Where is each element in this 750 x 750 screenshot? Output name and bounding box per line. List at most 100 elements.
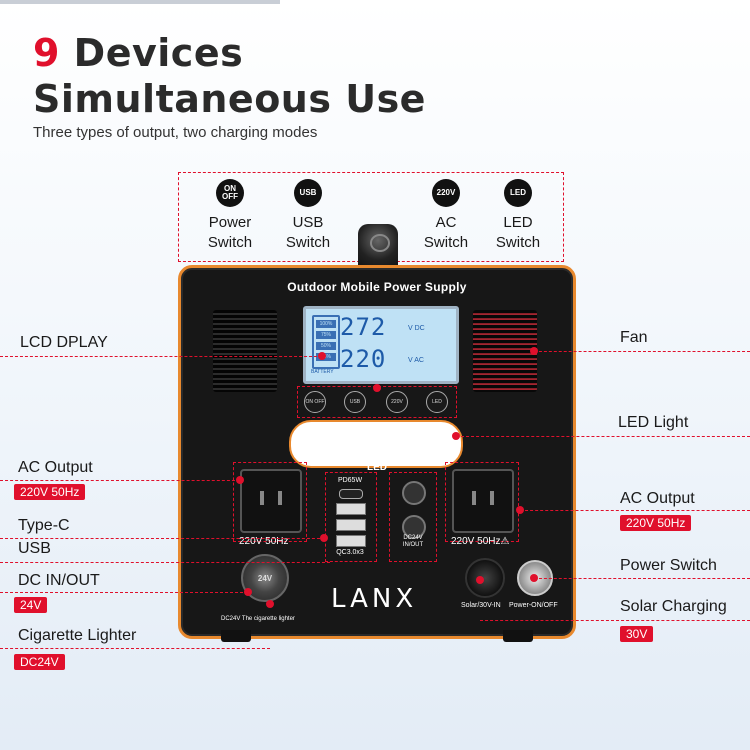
callout-line [0,356,322,357]
legend-label: Switch [207,234,253,251]
legend-usb-switch: USB USB Switch [273,179,343,253]
legend-led-switch: LED LED Switch [483,179,553,253]
legend-label: LED [503,214,533,231]
power-button-label: Power-ON/OFF [509,602,558,609]
legend-label: Switch [495,234,541,251]
tag-ac-output-right: 220V 50Hz [620,515,692,531]
device-title: Outdoor Mobile Power Supply [287,280,467,294]
ac-socket-right-label: 220V 50Hz⚠ [451,536,510,547]
legend-label: Power [208,214,252,231]
brand-logo: LANX [331,584,418,614]
lcd-ac-value: 220 [340,345,387,373]
panel-power-button[interactable]: ON OFF [304,391,326,413]
solar-port-label: Solar/30V-IN [461,602,501,609]
usb-a-port [336,535,366,547]
callout-dot [320,534,328,542]
solar-input-port [465,558,505,598]
callout-led-light: LED Light [618,414,689,431]
lcd-dc-value: 272 [340,313,387,341]
led-light-panel [289,420,463,468]
ac-socket-left [233,462,307,542]
callout-line [534,578,750,579]
callout-lcd: LCD DPLAY [20,334,108,351]
fan-vent [473,310,537,392]
device-foot-right [503,630,533,642]
legend-label: Switch [285,234,331,251]
callout-dot [476,576,484,584]
legend-ac-switch: 220V AC Switch [411,179,481,253]
ac-switch-icon: 220V [432,179,460,207]
type-c-port [339,489,363,499]
headline-line2: Simultaneous Use [33,77,426,121]
device-foot-left [221,630,251,642]
callout-type-c: Type-C [18,517,70,534]
callout-line [480,620,750,621]
panel-usb-button[interactable]: USB [344,391,366,413]
pd-label: PD65W [337,477,363,484]
battery-level: 25% [316,353,336,361]
cigarette-label: DC24V The cigarette lighter [221,616,295,622]
callout-line [0,592,248,593]
callout-line [456,436,750,437]
callout-line [0,562,330,563]
ac-socket-right [445,462,519,542]
battery-level: 75% [316,331,336,339]
callout-dot [266,600,274,608]
lcd-ac-unit: V AC [408,357,424,364]
callout-fan: Fan [620,329,648,346]
top-divider [0,0,280,4]
battery-icon: 100% 75% 50% 25% [312,315,340,369]
callout-cigarette: Cigarette Lighter [18,627,137,644]
ac-socket-left-label: 220V 50Hz [239,536,289,547]
panel-ac-button[interactable]: 220V [386,391,408,413]
dc-port-bottom [402,515,426,539]
dc-label-line: DC24V [403,535,423,541]
callout-usb: USB [18,540,51,557]
legend-label: AC [435,214,457,231]
subtitle: Three types of output, two charging mode… [33,124,318,141]
headline-number: 9 [33,31,60,75]
led-light-label: LED [367,462,387,473]
led-switch-icon: LED [504,179,532,207]
socket-plate [452,469,514,533]
left-vent [213,310,277,392]
headline-word: Devices [59,31,244,75]
callout-dot [244,588,252,596]
tag-ac-output-left: 220V 50Hz [14,484,86,500]
callout-ac-output-left: AC Output [18,459,93,476]
callout-ac-output-right: AC Output [620,490,695,507]
callout-dot [530,347,538,355]
dc-port-top [402,481,426,505]
lcd-display: 100% 75% 50% 25% 272 V DC 220 V AC BATTE… [303,306,459,384]
power-switch-icon: ON OFF [216,179,244,207]
handle-knob [358,224,398,270]
callout-dc-inout: DC IN/OUT [18,572,100,589]
usb-a-port [336,503,366,515]
legend-label: Switch [423,234,469,251]
qc-label: QC3.0x3 [336,549,364,556]
panel-led-button[interactable]: LED [426,391,448,413]
usb-switch-icon: USB [294,179,322,207]
callout-line [520,510,750,511]
callout-line [0,538,325,539]
usb-panel: PD65W QC3.0x3 [325,472,377,562]
callout-solar: Solar Charging [620,598,727,615]
legend-label: USB [292,214,324,231]
callout-dot [236,476,244,484]
callout-dot [318,352,326,360]
dc-label-line: IN/OUT [402,542,424,548]
lcd-dc-unit: V DC [408,325,425,332]
callout-line [534,351,750,352]
usb-a-port [336,519,366,531]
lcd-battery-label: BATTERY [311,369,334,375]
tag-solar: 30V [620,626,654,642]
callout-line [0,480,240,481]
callout-dot [530,574,538,582]
callout-line [0,648,270,649]
callout-power-switch: Power Switch [620,557,717,574]
battery-level: 100% [316,320,336,328]
tag-dc-inout: 24V [14,597,48,613]
tag-cigarette: DC24V [14,654,65,670]
